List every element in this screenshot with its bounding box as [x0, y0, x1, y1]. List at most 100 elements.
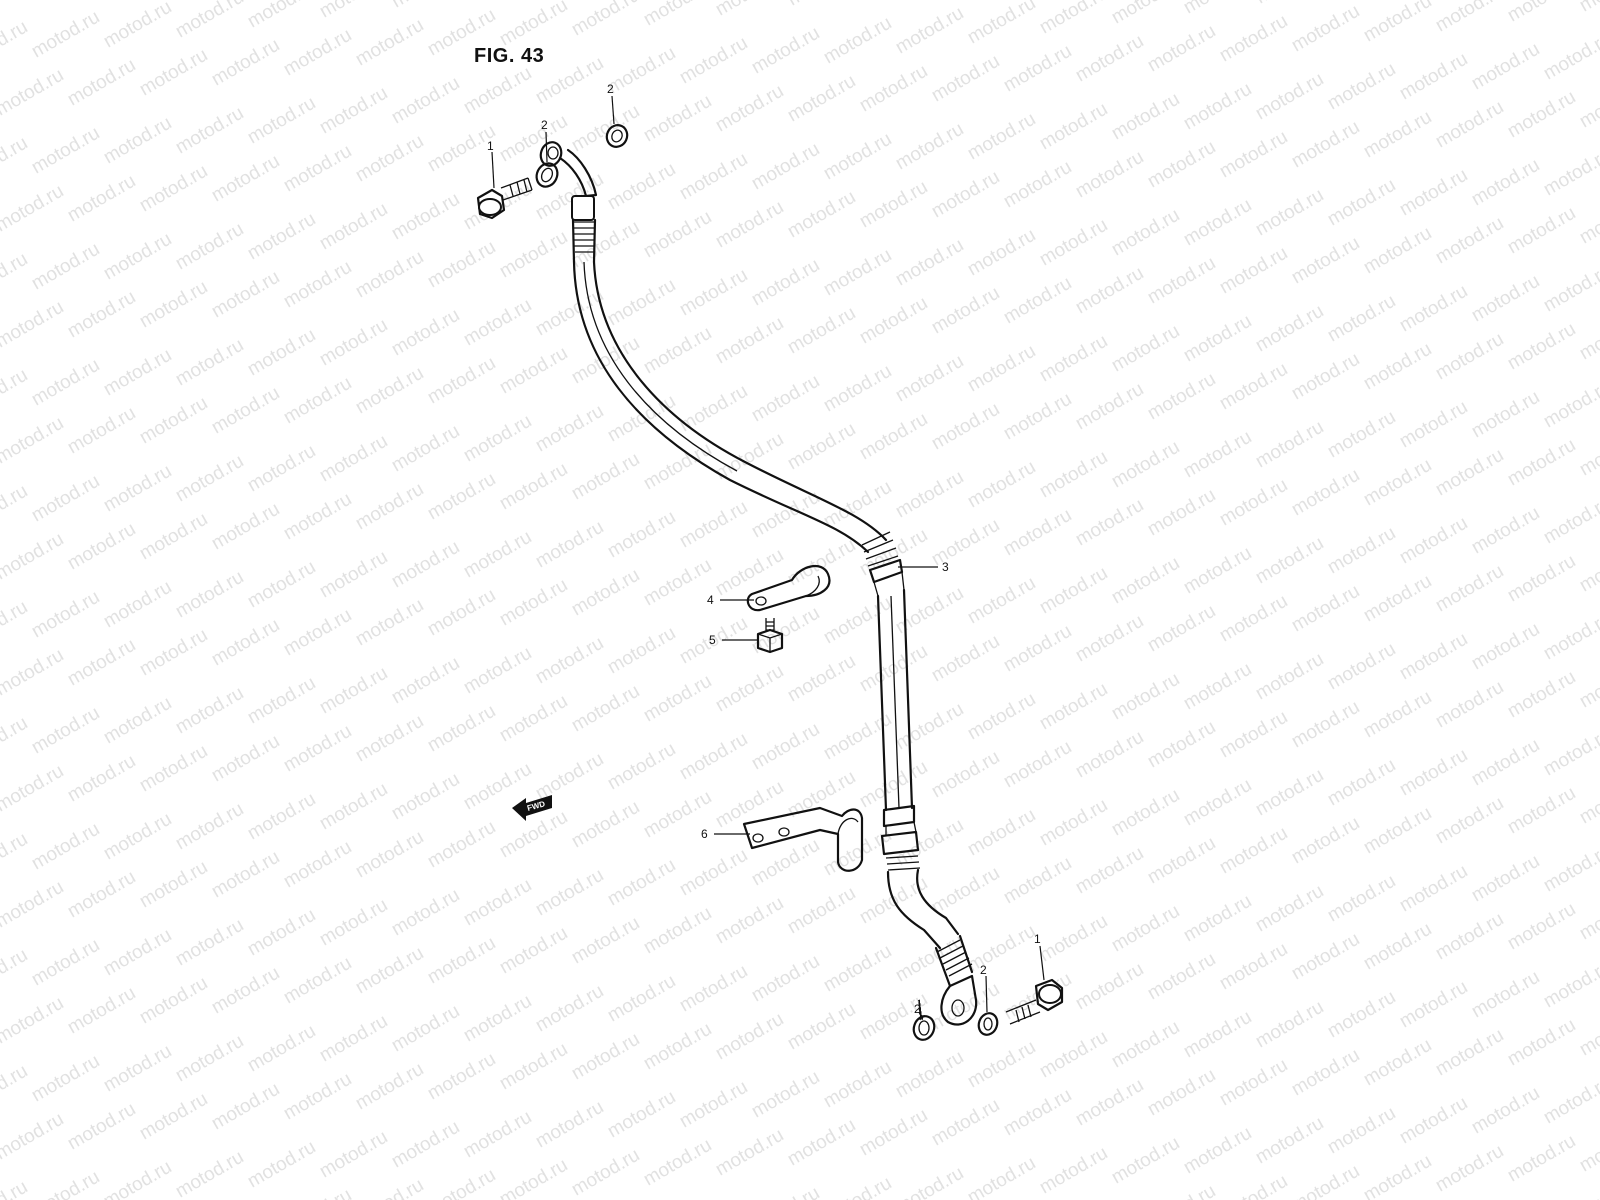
- watermark-text: motod.ru: [748, 719, 823, 775]
- watermark-text: motod.ru: [1108, 901, 1183, 957]
- watermark-text: motod.ru: [208, 151, 283, 207]
- watermark-text: motod.ru: [712, 777, 787, 833]
- watermark-text: motod.ru: [928, 399, 1003, 455]
- watermark-text: motod.ru: [748, 139, 823, 195]
- watermark-text: motod.ru: [1288, 117, 1363, 173]
- watermark-text: motod.ru: [0, 65, 67, 121]
- watermark-text: motod.ru: [28, 123, 103, 179]
- watermark-text: motod.ru: [172, 219, 247, 275]
- watermark-text: motod.ru: [640, 91, 715, 147]
- watermark-text: motod.ru: [1324, 175, 1399, 231]
- watermark-text: motod.ru: [568, 333, 643, 389]
- watermark-text: motod.ru: [388, 537, 463, 593]
- watermark-text: motod.ru: [748, 255, 823, 311]
- watermark-text: motod.ru: [964, 225, 1039, 281]
- watermark-text: motod.ru: [1432, 445, 1507, 501]
- watermark-text: motod.ru: [1360, 687, 1435, 743]
- washer-bottom-a: [912, 1015, 936, 1041]
- watermark-text: motod.ru: [208, 35, 283, 91]
- watermark-text: motod.ru: [280, 25, 355, 81]
- watermark-text: motod.ru: [532, 517, 607, 573]
- watermark-text: motod.ru: [100, 693, 175, 749]
- watermark-text: motod.ru: [784, 651, 859, 707]
- watermark-text: motod.ru: [532, 169, 607, 225]
- watermark-text: motod.ru: [28, 355, 103, 411]
- watermark-text: motod.ru: [640, 207, 715, 263]
- watermark-text: motod.ru: [1072, 147, 1147, 203]
- watermark-text: motod.ru: [388, 885, 463, 941]
- watermark-text: motod.ru: [1144, 717, 1219, 773]
- watermark-text: motod.ru: [1216, 127, 1291, 183]
- watermark-text: motod.ru: [1504, 667, 1579, 723]
- watermark-text: motod.ru: [1540, 725, 1600, 781]
- watermark-text: motod.ru: [676, 149, 751, 205]
- watermark-text: motod.ru: [1288, 465, 1363, 521]
- watermark-text: motod.ru: [0, 181, 67, 237]
- watermark-text: motod.ru: [1324, 755, 1399, 811]
- watermark-text: motod.ru: [532, 1097, 607, 1153]
- watermark-text: motod.ru: [640, 1019, 715, 1075]
- watermark-text: motod.ru: [748, 1183, 823, 1200]
- watermark-text: motod.ru: [1036, 563, 1111, 619]
- watermark-text: motod.ru: [820, 13, 895, 69]
- watermark-text: motod.ru: [1432, 213, 1507, 269]
- watermark-text: motod.ru: [892, 931, 967, 987]
- watermark-text: motod.ru: [532, 865, 607, 921]
- callout-label: 2: [980, 963, 987, 977]
- watermark-text: motod.ru: [784, 883, 859, 939]
- watermark-text: motod.ru: [1324, 407, 1399, 463]
- watermark-text: motod.ru: [1396, 165, 1471, 221]
- watermark-text: motod.ru: [100, 229, 175, 285]
- watermark-text: motod.ru: [1000, 621, 1075, 677]
- watermark-text: motod.ru: [64, 171, 139, 227]
- watermark-text: motod.ru: [604, 739, 679, 795]
- watermark-text: motod.ru: [1216, 475, 1291, 531]
- callout-label: 6: [701, 827, 708, 841]
- watermark-text: motod.ru: [820, 1057, 895, 1113]
- watermark-text: motod.ru: [1252, 1113, 1327, 1169]
- watermark-text: motod.ru: [424, 469, 499, 525]
- watermark-text: motod.ru: [244, 325, 319, 381]
- watermark-text: motod.ru: [1252, 765, 1327, 821]
- watermark-text: motod.ru: [1468, 387, 1543, 443]
- watermark-text: motod.ru: [1072, 727, 1147, 783]
- watermark-text: motod.ru: [1504, 0, 1579, 26]
- watermark-text: motod.ru: [1252, 649, 1327, 705]
- watermark-text: motod.ru: [1396, 49, 1471, 105]
- watermark-text: motod.ru: [1504, 899, 1579, 955]
- watermark-text: motod.ru: [928, 1095, 1003, 1151]
- watermark-text: motod.ru: [0, 713, 31, 769]
- watermark-text: motod.ru: [1576, 1005, 1600, 1061]
- watermark-text: motod.ru: [352, 247, 427, 303]
- watermark-text: motod.ru: [0, 877, 67, 933]
- watermark-text: motod.ru: [280, 721, 355, 777]
- watermark-text: motod.ru: [1468, 271, 1543, 327]
- watermark-text: motod.ru: [1360, 107, 1435, 163]
- watermark-text: motod.ru: [568, 449, 643, 505]
- watermark-text: motod.ru: [1216, 939, 1291, 995]
- watermark-text: motod.ru: [136, 393, 211, 449]
- watermark-text: motod.ru: [856, 293, 931, 349]
- callout-label: 3: [942, 560, 949, 574]
- watermark-text: motod.ru: [1288, 929, 1363, 985]
- watermark-text: motod.ru: [1000, 505, 1075, 561]
- watermark-text: motod.ru: [496, 343, 571, 399]
- watermark-text: motod.ru: [1072, 31, 1147, 87]
- watermark-text: motod.ru: [676, 265, 751, 321]
- watermark-text: motod.ru: [604, 507, 679, 563]
- watermark-text: motod.ru: [352, 363, 427, 419]
- watermark-text: motod.ru: [460, 527, 535, 583]
- watermark-text: motod.ru: [388, 769, 463, 825]
- watermark-text: motod.ru: [1216, 11, 1291, 67]
- watermark-text: motod.ru: [748, 371, 823, 427]
- watermark-text: motod.ru: [820, 129, 895, 185]
- watermark-text: motod.ru: [1360, 1035, 1435, 1091]
- watermark-text: motod.ru: [1432, 1141, 1507, 1197]
- watermark-text: motod.ru: [1180, 79, 1255, 135]
- watermark-text: motod.ru: [0, 645, 67, 701]
- watermark-text: motod.ru: [424, 817, 499, 873]
- watermark-text: motod.ru: [280, 141, 355, 197]
- watermark-text: motod.ru: [1072, 843, 1147, 899]
- watermark-text: motod.ru: [1216, 707, 1291, 763]
- watermark-text: motod.ru: [1144, 601, 1219, 657]
